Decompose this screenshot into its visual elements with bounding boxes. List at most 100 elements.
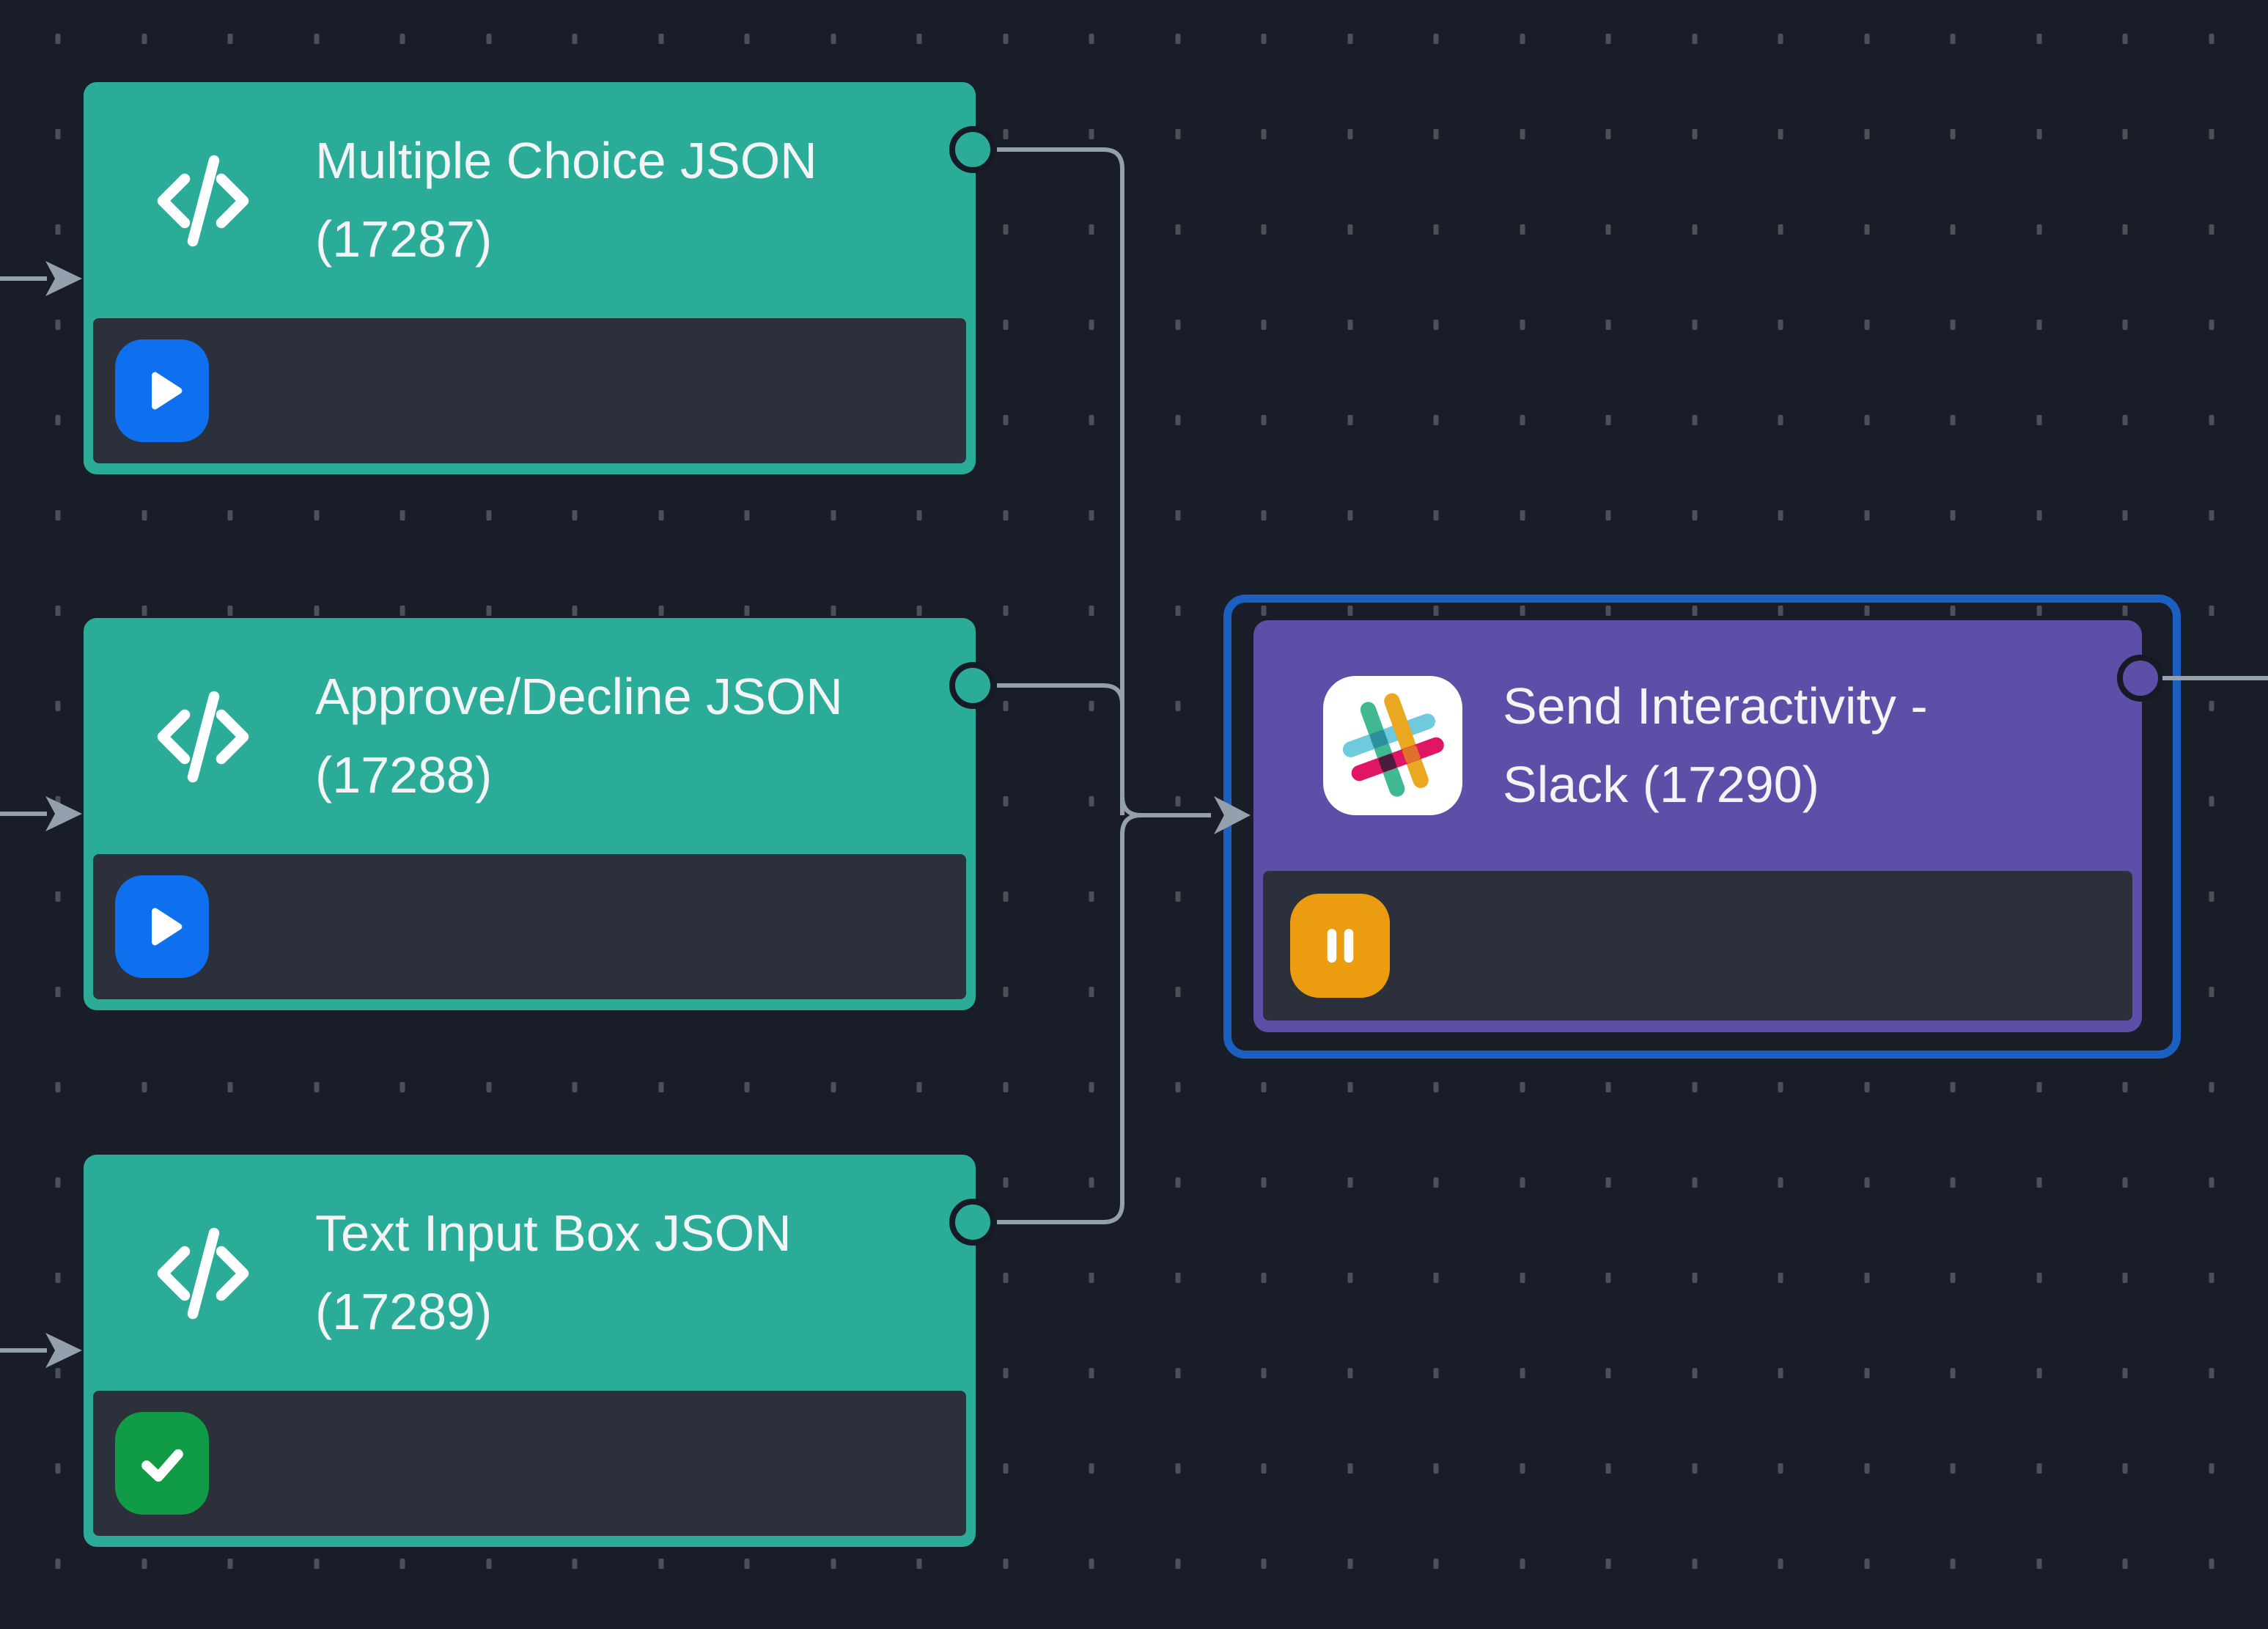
grid-dash [314,34,319,44]
node-title-line2: (17288) [315,746,493,804]
slack-icon [1323,676,1462,815]
grid-dash [1778,320,1783,330]
grid-dash [314,510,319,521]
play-status-button[interactable] [115,339,209,442]
grid-dash [1089,320,1094,330]
node-title-line1: Approve/Decline JSON [315,668,843,725]
grid-dash [2036,129,2041,139]
grid-dash [1089,1082,1094,1092]
grid-dash [2036,1177,2041,1188]
grid-dash [1520,129,1525,139]
grid-dash [2122,1368,2128,1378]
grid-dash [1003,415,1008,425]
grid-dash [1520,1559,1525,1569]
node-approve-decline-json[interactable]: Approve/Decline JSON (17288) [84,618,996,1010]
grid-dash [2122,1559,2128,1569]
grid-dash [55,1082,61,1092]
node-title: Send Interactivity - Slack (17290) [1503,667,1928,824]
grid-dash [916,510,922,521]
output-port[interactable] [949,1199,996,1246]
grid-dash [1433,606,1439,616]
grid-dash [55,129,61,139]
grid-dash [400,1559,405,1569]
grid-dash [1778,34,1783,44]
grid-dash [1778,1463,1783,1474]
grid-dash [2209,415,2214,425]
grid-dash [1950,224,1956,235]
grid-dash [1347,1559,1352,1569]
grid-dash [2122,1463,2128,1474]
node-text-input-box-json[interactable]: Text Input Box JSON (17289) [84,1155,996,1547]
grid-dash [55,1273,61,1283]
grid-dash [1003,701,1008,711]
grid-dash [1864,34,1869,44]
output-port[interactable] [949,126,996,173]
node-title-line1: Text Input Box JSON [315,1205,792,1262]
grid-dash [55,510,61,521]
node-send-interactivity-slack[interactable]: Send Interactivity - Slack (17290) [1253,620,2164,1032]
grid-dash [744,34,750,44]
node-title-line1: Multiple Choice JSON [315,132,817,189]
grid-dash [486,1559,491,1569]
grid-dash [916,34,922,44]
grid-dash [658,510,663,521]
grid-dash [1347,224,1352,235]
grid-dash [916,606,922,616]
grid-dash [1003,1273,1008,1283]
grid-dash [658,1559,663,1569]
grid-dash [1089,1177,1094,1188]
grid-dash [1433,1273,1439,1283]
grid-dash [141,1559,147,1569]
grid-dash [1175,320,1180,330]
grid-dash [1175,1082,1180,1092]
grid-dash [2209,796,2214,806]
grid-dash [1692,1463,1697,1474]
grid-dash [1864,1463,1869,1474]
grid-dash [572,1559,578,1569]
grid-dash [1950,1082,1956,1092]
grid-dash [2036,1082,2041,1092]
grid-dash [1089,1559,1094,1569]
grid-dash [1433,34,1439,44]
grid-dash [2209,224,2214,235]
grid-dash [55,1463,61,1474]
grid-dash [1003,987,1008,997]
play-status-button[interactable] [115,875,209,978]
pause-status-button[interactable] [1290,894,1390,998]
grid-dash [572,1082,578,1092]
grid-dash [2209,701,2214,711]
success-status-button[interactable] [115,1412,209,1515]
grid-dash [55,1368,61,1378]
grid-dash [1261,415,1267,425]
grid-dash [1175,606,1180,616]
grid-dash [1778,415,1783,425]
grid-dash [1089,891,1094,902]
grid-dash [1175,1177,1180,1188]
node-title: Approve/Decline JSON (17288) [315,658,843,814]
grid-dash [1950,415,1956,425]
output-port[interactable] [949,662,996,709]
node-status-bar [93,854,966,999]
grid-dash [1520,510,1525,521]
grid-dash [2036,415,2041,425]
code-icon [157,691,249,783]
output-port[interactable] [2117,655,2164,702]
grid-dash [1433,1559,1439,1569]
grid-dash [1003,34,1008,44]
grid-dash [1520,1463,1525,1474]
grid-dash [1692,34,1697,44]
grid-dash [314,1082,319,1092]
grid-dash [2036,320,2041,330]
grid-dash [2036,510,2041,521]
grid-dash [1433,224,1439,235]
grid-dash [1778,606,1783,616]
grid-dash [1347,1177,1352,1188]
grid-dash [2122,1082,2128,1092]
grid-dash [1605,129,1611,139]
grid-dash [831,1559,836,1569]
grid-dash [2209,34,2214,44]
node-title: Multiple Choice JSON (17287) [315,122,817,279]
node-multiple-choice-json[interactable]: Multiple Choice JSON (17287) [84,82,996,474]
grid-dash [1089,510,1094,521]
